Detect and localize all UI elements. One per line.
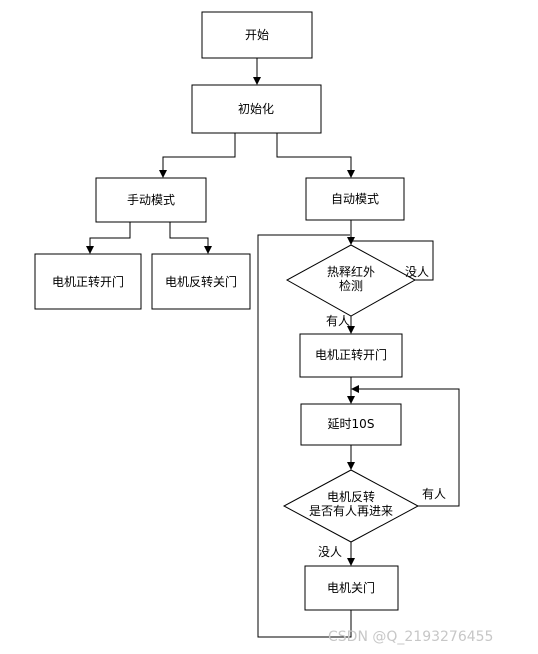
- edge-label-check-no-person: 没人: [318, 544, 342, 559]
- ir-detect-label-line2: 检测: [339, 278, 363, 293]
- reverse-check-decision: 电机反转 是否有人再进来: [282, 469, 420, 543]
- manual-mode-node: 手动模式: [95, 177, 207, 223]
- edge-check-person-loop: [351, 385, 460, 507]
- edge-manual-to-forward-open: [86, 222, 131, 254]
- init-label: 初始化: [238, 102, 274, 116]
- auto-motor-forward-open-node: 电机正转开门: [299, 333, 403, 378]
- ir-detect-label-line1: 热释红外: [327, 264, 375, 279]
- edge-ir-no-person-loop: [352, 240, 434, 281]
- motor-close-label: 电机关门: [327, 580, 375, 595]
- init-node: 初始化: [191, 84, 322, 134]
- edge-init-to-manual: [159, 133, 236, 178]
- edge-label-ir-no-person: 没人: [405, 264, 429, 279]
- manual-motor-reverse-close-label: 电机反转关门: [165, 274, 237, 289]
- edge-close-return-loop: [257, 234, 352, 638]
- edge-label-check-person: 有人: [422, 487, 446, 501]
- auto-mode-node: 自动模式: [305, 177, 405, 221]
- auto-motor-forward-open-label: 电机正转开门: [315, 347, 387, 362]
- auto-mode-label: 自动模式: [331, 192, 379, 206]
- edge-label-ir-person: 有人: [326, 314, 350, 328]
- delay-label: 延时10S: [328, 417, 375, 431]
- connectors: [86, 58, 460, 638]
- manual-motor-forward-open-node: 电机正转开门: [34, 253, 142, 310]
- manual-motor-forward-open-label: 电机正转开门: [52, 274, 124, 289]
- delay-node: 延时10S: [300, 403, 402, 446]
- edge-manual-to-reverse-close: [169, 222, 212, 254]
- start-label: 开始: [245, 28, 269, 42]
- reverse-check-label-line2: 是否有人再进来: [309, 504, 393, 518]
- reverse-check-label-line1: 电机反转: [327, 489, 375, 504]
- motor-close-node: 电机关门: [304, 565, 399, 611]
- start-node: 开始: [201, 11, 313, 59]
- ir-detect-decision: 热释红外 检测: [285, 244, 417, 317]
- watermark: CSDN @Q_2193276455: [328, 629, 493, 645]
- edge-init-to-auto: [276, 133, 355, 178]
- manual-motor-reverse-close-node: 电机反转关门: [151, 253, 251, 310]
- manual-mode-label: 手动模式: [127, 193, 175, 207]
